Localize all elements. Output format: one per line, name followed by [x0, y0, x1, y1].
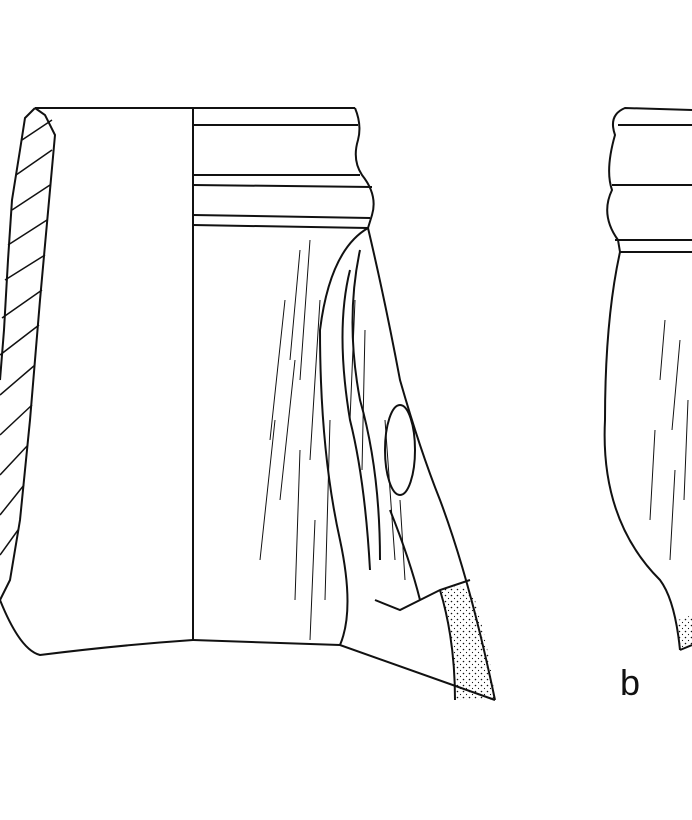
fragment-a-section — [0, 107, 57, 601]
fragment-b-outline — [603, 106, 692, 651]
fragment-a-outline — [0, 107, 496, 701]
fragment-label-b: b — [620, 662, 641, 703]
fragment-a-hatching — [259, 239, 406, 641]
